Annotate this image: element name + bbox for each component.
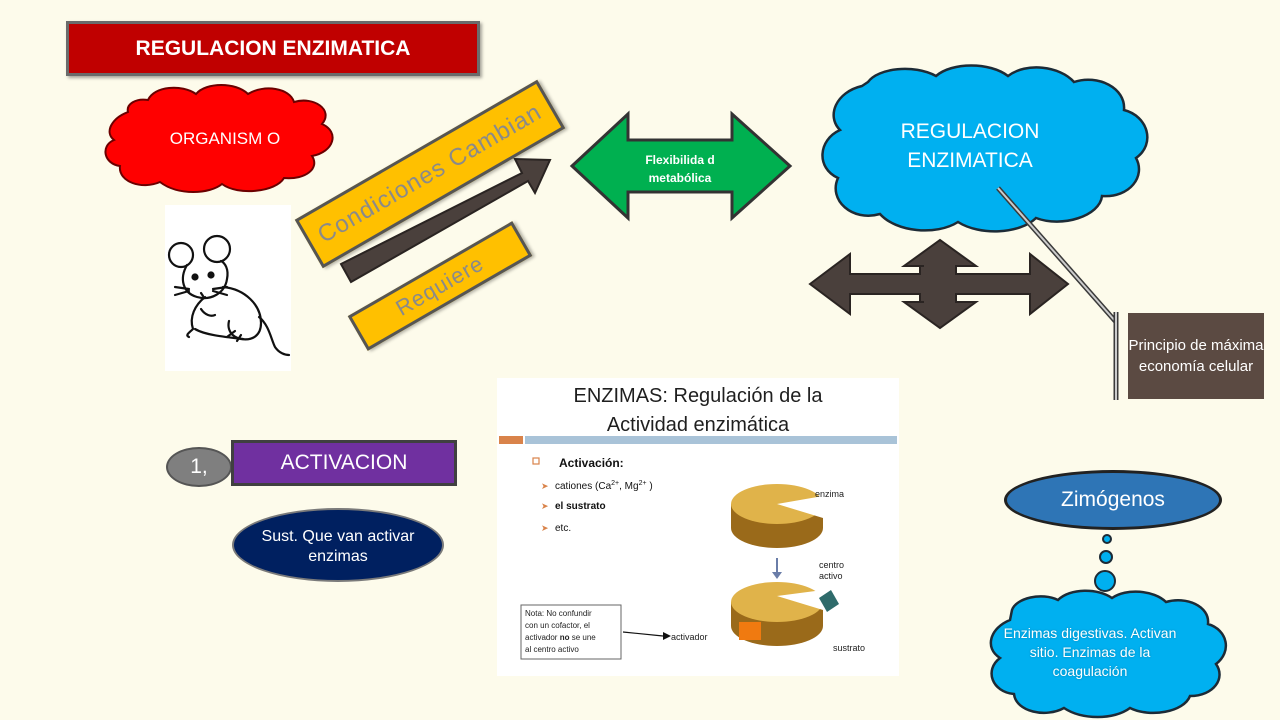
activator-shape	[739, 622, 761, 640]
chevron-1-icon: ➤	[541, 481, 549, 491]
mouse-icon	[167, 234, 291, 357]
note-box	[520, 604, 622, 660]
chevron-3-icon: ➤	[541, 523, 549, 533]
slide-title-line1: ENZIMAS: Regulación de la	[573, 385, 823, 407]
slide-item-sustrato: el sustrato	[555, 501, 606, 512]
zimogenos-cloud	[989, 589, 1228, 719]
slide-title: ENZIMAS: Regulación de la Actividad enzi…	[497, 382, 899, 440]
zimogenos-cloud-label: Enzimas digestivas. Activan sitio. Enzim…	[1003, 624, 1177, 679]
four-way-arrow	[808, 238, 1070, 330]
note-line3: activador no se une	[525, 633, 596, 642]
slide-heading: Activación:	[559, 456, 624, 470]
green-double-arrow	[569, 110, 793, 222]
flexibilidad-label: Flexibilida d metabólica	[645, 153, 715, 185]
organismo-cloud	[104, 84, 334, 193]
note-line1: Nota: No confundir	[525, 609, 592, 618]
chevron-2-icon: ➤	[541, 501, 549, 511]
label-activo: activo	[819, 571, 843, 581]
label-enzima: enzima	[815, 489, 844, 499]
label-sustrato: sustrato	[833, 643, 865, 653]
label-activador: activador	[671, 632, 708, 642]
slide-accent-bar	[499, 436, 523, 444]
note-arrow	[622, 631, 664, 637]
principio-box: Principio de máxima economía celular	[1128, 313, 1264, 399]
slide-item-cations: cationes (Ca2+, Mg2+ )	[555, 480, 653, 492]
main-title: REGULACION ENZIMATICA	[66, 21, 480, 76]
slide-graphics: ➤ ➤ ➤ Activación: cationes (Ca2+,	[499, 436, 897, 660]
bullet-square	[532, 457, 540, 465]
slide-item-etc: etc.	[555, 523, 571, 534]
enzyme-slide-image: ENZIMAS: Regulación de la Actividad enzi…	[497, 378, 899, 676]
sustancias-ellipse: Sust. Que van activar enzimas	[232, 508, 444, 582]
regulacion-cloud	[821, 64, 1149, 233]
substrate-shape	[819, 590, 839, 612]
activacion-number-badge: 1,	[166, 447, 232, 487]
organismo-label: ORGANISM O	[169, 129, 281, 148]
bubble-small	[1102, 534, 1112, 544]
zimogenos-ellipse: Zimógenos	[1004, 470, 1222, 530]
bubble-large	[1094, 570, 1116, 592]
diagonal-arrow	[339, 157, 552, 284]
regulacion-cloud-label: REGULACION ENZIMATICA	[900, 120, 1040, 172]
mouse-image	[165, 205, 291, 371]
slide-divider-bar	[525, 436, 897, 444]
activacion-box: ACTIVACION	[231, 440, 457, 486]
enzyme-top-disk	[731, 484, 823, 548]
bubble-medium	[1099, 550, 1113, 564]
label-centro: centro	[819, 560, 844, 570]
note-line4: al centro activo	[525, 645, 579, 654]
note-line2: con un cofactor, el	[525, 621, 590, 630]
slide-title-line2: Actividad enzimática	[606, 414, 790, 436]
